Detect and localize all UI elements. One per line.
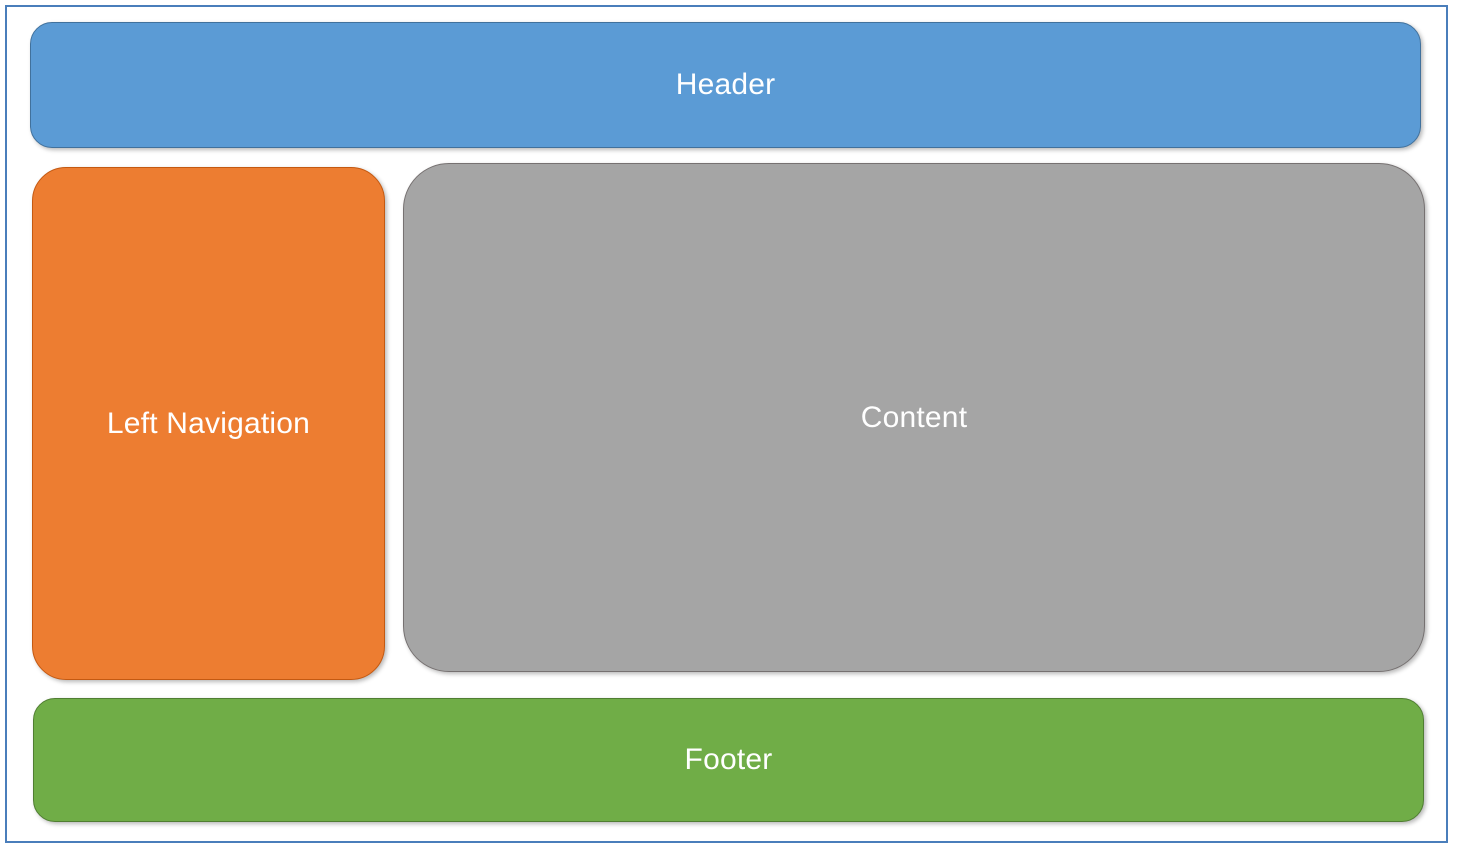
left-navigation-region-label: Left Navigation	[106, 406, 311, 440]
content-region[interactable]: Content	[403, 163, 1425, 672]
header-region-label: Header	[675, 68, 776, 101]
diagram-outer-frame	[5, 5, 1448, 843]
footer-region-label: Footer	[684, 743, 773, 776]
content-region-label: Content	[860, 400, 968, 434]
left-navigation-region[interactable]: Left Navigation	[32, 167, 385, 680]
footer-region[interactable]: Footer	[33, 698, 1424, 822]
header-region[interactable]: Header	[30, 22, 1421, 148]
